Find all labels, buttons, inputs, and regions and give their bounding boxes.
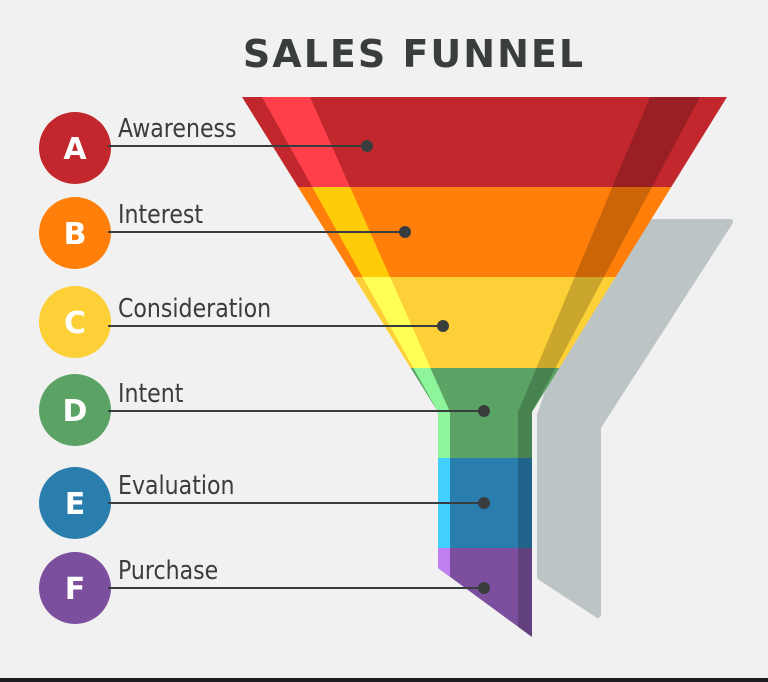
funnel-highlight [262, 187, 450, 277]
stage-row-intent: D Intent [39, 374, 490, 446]
connector-dot [437, 320, 449, 332]
connector-dot [399, 226, 411, 238]
stage-letter: D [63, 394, 88, 429]
stage-row-consideration: C Consideration [39, 286, 449, 358]
connector-dot [478, 497, 490, 509]
stage-letter: E [65, 487, 86, 522]
stage-letter: B [64, 217, 87, 252]
funnel-bands [242, 97, 727, 637]
stage-badge [39, 552, 111, 624]
stage-row-awareness: A Awareness [39, 112, 373, 184]
connector-dot [478, 405, 490, 417]
stage-label: Consideration [118, 293, 271, 323]
stage-letter: C [64, 306, 86, 341]
stage-badge [39, 467, 111, 539]
stage-label: Interest [118, 199, 203, 229]
stage-row-interest: B Interest [39, 197, 411, 269]
stage-row-purchase: F Purchase [39, 552, 490, 624]
stage-label: Purchase [118, 555, 218, 585]
connector-dot [361, 140, 373, 152]
stage-label: Awareness [118, 113, 237, 143]
stage-letter: F [65, 572, 86, 607]
stage-row-evaluation: E Evaluation [39, 467, 490, 539]
stage-badge [39, 112, 111, 184]
stage-label: Intent [118, 378, 183, 408]
funnel-band-purchase [242, 548, 727, 637]
bottom-border [0, 678, 768, 682]
stage-letter: A [63, 132, 87, 167]
stage-label: Evaluation [118, 470, 235, 500]
connector-dot [478, 582, 490, 594]
stage-badge [39, 197, 111, 269]
stage-badge [39, 374, 111, 446]
funnel-shade [518, 97, 700, 637]
stage-badge [39, 286, 111, 358]
page-title: SALES FUNNEL [243, 32, 585, 76]
